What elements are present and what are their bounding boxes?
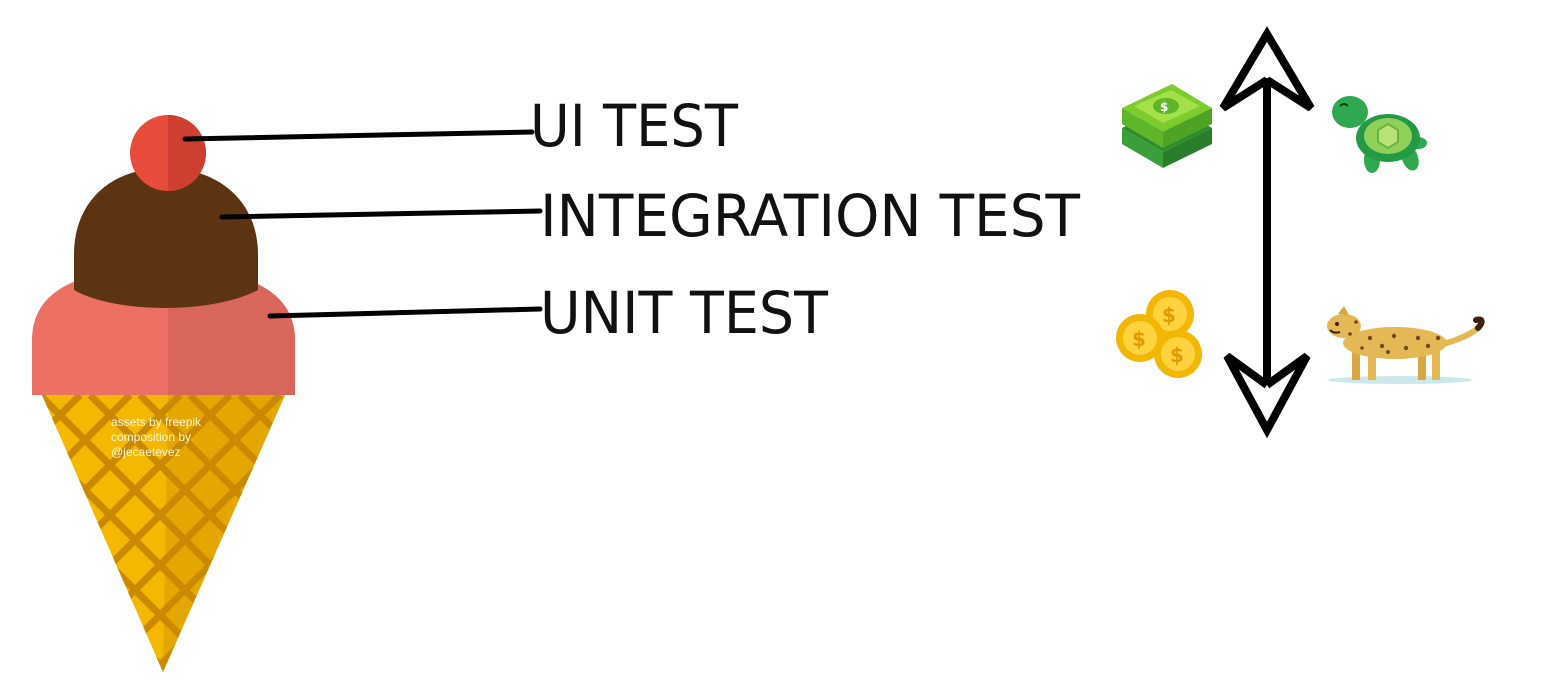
credit-line-1: assets by freepik (111, 415, 202, 429)
money-bills-icon: $ (1122, 84, 1212, 168)
leader-line-unit (267, 306, 543, 319)
turtle-icon (1332, 96, 1427, 173)
cheetah-icon (1327, 306, 1485, 384)
leader-line-ui (182, 129, 535, 142)
chocolate-scoop (74, 168, 258, 308)
waffle-cone (42, 395, 285, 672)
svg-text:$: $ (1162, 303, 1176, 327)
label-ui-test: UI TEST (530, 92, 739, 160)
svg-text:$: $ (1160, 100, 1168, 114)
svg-text:$: $ (1170, 343, 1184, 367)
label-integration-test: INTEGRATION TEST (540, 182, 1081, 250)
credit-line-3: @jecaetevez (111, 445, 181, 459)
label-unit-test: UNIT TEST (540, 279, 829, 347)
svg-text:$: $ (1132, 327, 1146, 351)
ice-cream-illustration: assets by freepik composition by @jecaet… (32, 115, 295, 672)
double-arrow-icon (1219, 26, 1315, 439)
leader-lines (182, 129, 543, 319)
coins-icon: $ $ $ (1116, 290, 1202, 378)
credit-line-2: composition by (111, 430, 191, 444)
cherry (130, 115, 206, 191)
leader-line-integration (219, 208, 543, 220)
